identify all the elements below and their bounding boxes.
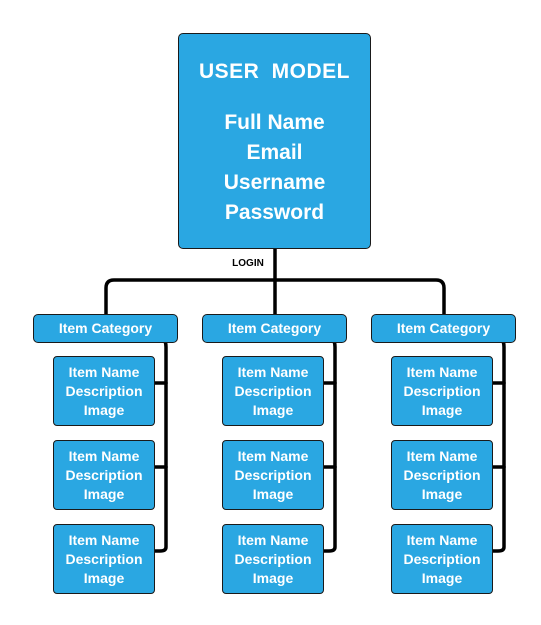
- item-card: Item Name Description Image: [53, 356, 155, 426]
- item-card: Item Name Description Image: [53, 524, 155, 594]
- item-name: Item Name: [237, 364, 309, 380]
- item-card: Item Name Description Image: [391, 356, 493, 426]
- item-description: Description: [403, 383, 481, 399]
- item-name: Item Name: [406, 448, 478, 464]
- item-name: Item Name: [237, 448, 309, 464]
- item-card: Item Name Description Image: [391, 524, 493, 594]
- branch-bar: [104, 278, 446, 317]
- item-card: Item Name Description Image: [222, 524, 324, 594]
- user-model-box: USER MODEL Full Name Email Username Pass…: [178, 33, 371, 249]
- item-card: Item Name Description Image: [391, 440, 493, 510]
- item-name: Item Name: [406, 532, 478, 548]
- item-card: Item Name Description Image: [222, 440, 324, 510]
- item-description: Description: [65, 467, 143, 483]
- item-name: Item Name: [68, 532, 140, 548]
- field-full-name: Full Name: [224, 111, 325, 134]
- item-name: Item Name: [68, 448, 140, 464]
- field-password: Password: [224, 201, 325, 224]
- item-image: Image: [83, 486, 125, 502]
- item-image: Image: [83, 570, 125, 586]
- item-image: Image: [421, 570, 463, 586]
- user-model-title: USER MODEL: [198, 60, 350, 83]
- category-box: Item Category: [371, 314, 516, 343]
- item-description: Description: [403, 467, 481, 483]
- item-description: Description: [65, 551, 143, 567]
- field-username: Username: [223, 171, 326, 194]
- item-name: Item Name: [406, 364, 478, 380]
- item-name: Item Name: [237, 532, 309, 548]
- category-1-rail: [152, 333, 168, 553]
- item-name: Item Name: [68, 364, 140, 380]
- item-description: Description: [234, 467, 312, 483]
- item-image: Image: [252, 402, 294, 418]
- category-3-rail: [490, 333, 506, 553]
- item-description: Description: [234, 383, 312, 399]
- category-box: Item Category: [33, 314, 178, 343]
- category-2-rail: [321, 333, 337, 553]
- item-description: Description: [403, 551, 481, 567]
- item-image: Image: [83, 402, 125, 418]
- category-box: Item Category: [202, 314, 347, 343]
- item-card: Item Name Description Image: [222, 356, 324, 426]
- user-model-fields: Full Name Email Username Password: [179, 108, 370, 228]
- item-card: Item Name Description Image: [53, 440, 155, 510]
- item-description: Description: [234, 551, 312, 567]
- field-email: Email: [246, 141, 303, 164]
- item-image: Image: [252, 570, 294, 586]
- login-edge-label: LOGIN: [232, 258, 264, 269]
- item-image: Image: [421, 402, 463, 418]
- item-image: Image: [252, 486, 294, 502]
- item-description: Description: [65, 383, 143, 399]
- item-image: Image: [421, 486, 463, 502]
